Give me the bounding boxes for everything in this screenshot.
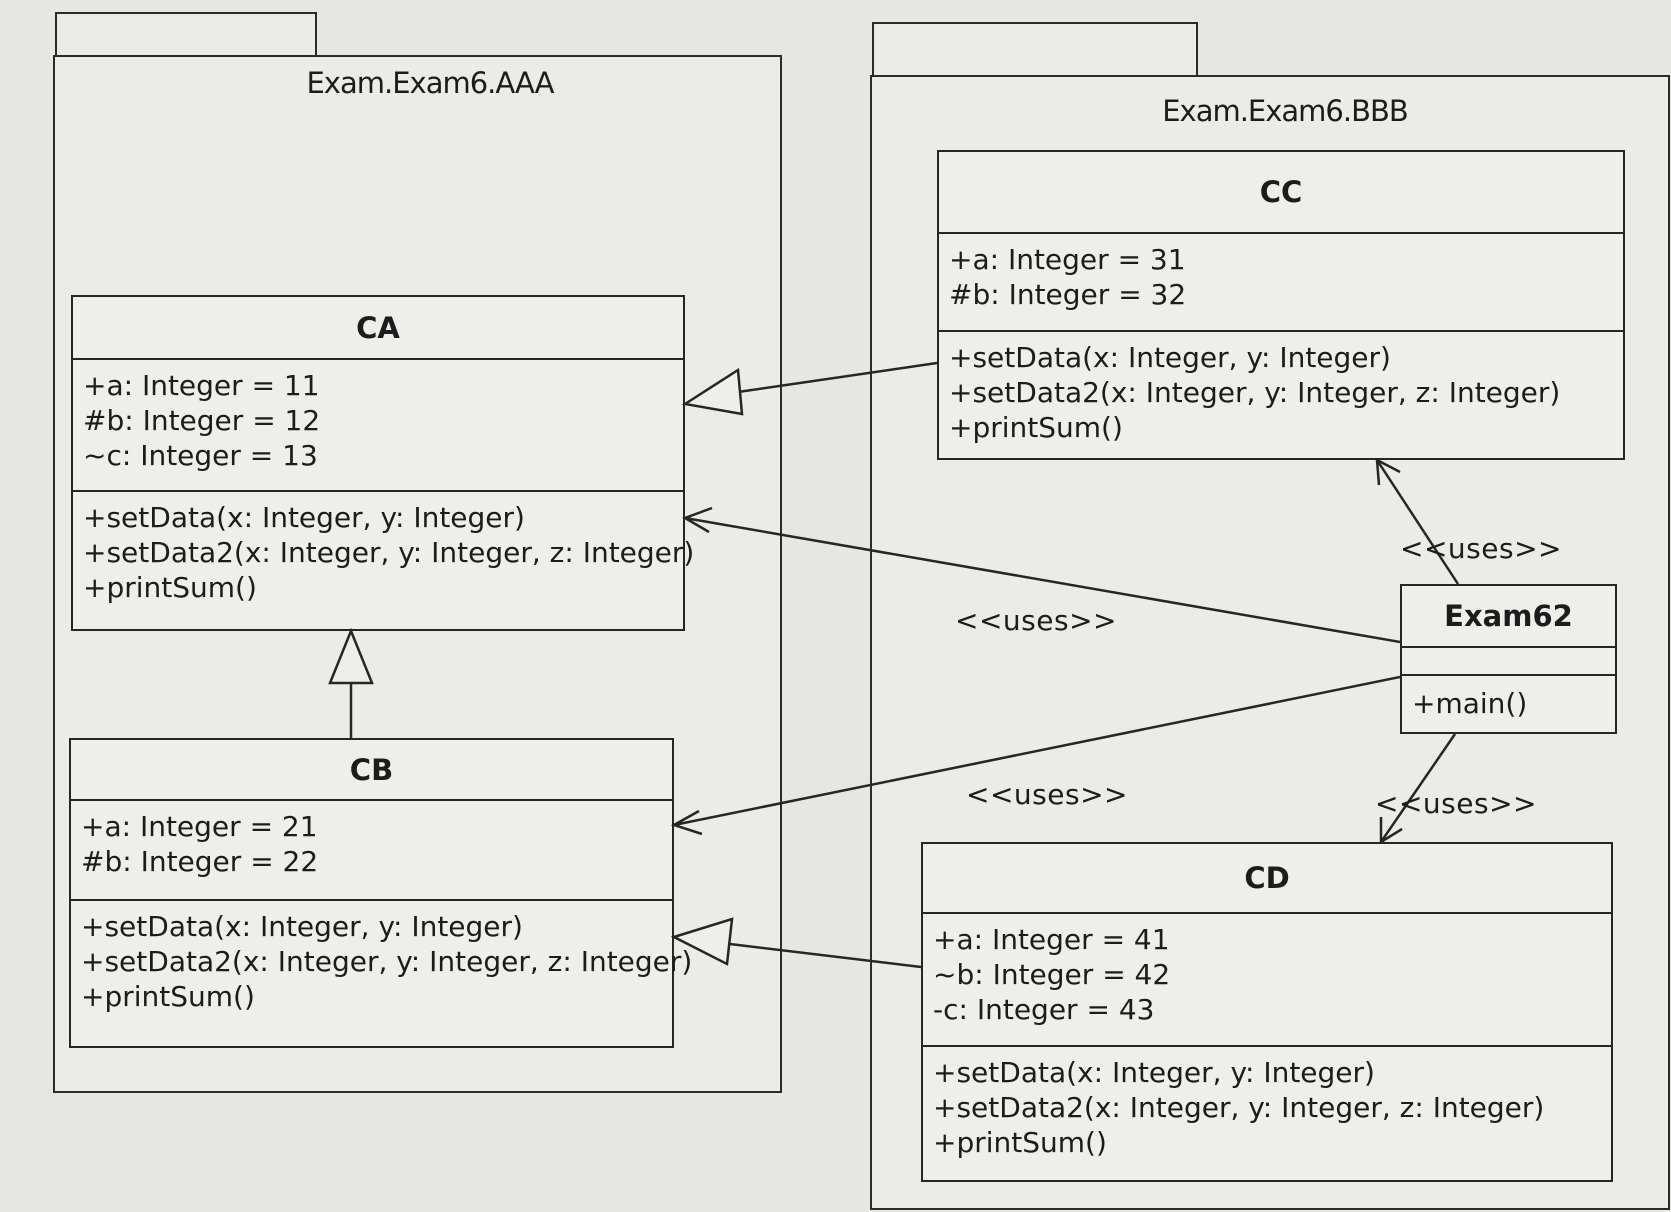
operation: +printSum() xyxy=(83,571,257,604)
attribute: #b: Integer = 12 xyxy=(83,404,321,437)
class-cd-operations: +setData(x: Integer, y: Integer) +setDat… xyxy=(923,1047,1611,1166)
class-exam62-attributes xyxy=(1402,648,1615,676)
package-aaa-title: Exam.Exam6.AAA xyxy=(306,66,554,100)
class-cc-operations: +setData(x: Integer, y: Integer) +setDat… xyxy=(939,332,1623,451)
operation: +printSum() xyxy=(933,1126,1107,1159)
class-cb[interactable]: CB +a: Integer = 21 #b: Integer = 22 +se… xyxy=(69,738,693,1048)
dependency-exam62-cc-arrowhead xyxy=(1375,457,1401,486)
class-cc[interactable]: CC +a: Integer = 31 #b: Integer = 32 +se… xyxy=(937,150,1625,460)
operation: +setData(x: Integer, y: Integer) xyxy=(81,910,523,943)
uses-label-cb: <<uses>> xyxy=(966,778,1128,811)
uses-label-ca: <<uses>> xyxy=(955,604,1117,637)
operation: +setData2(x: Integer, y: Integer, z: Int… xyxy=(83,536,695,569)
attribute: #b: Integer = 32 xyxy=(949,278,1187,311)
generalization-cd-cb-arrowhead xyxy=(670,917,734,966)
generalization-cb-ca-arrowhead xyxy=(328,627,374,685)
package-tab-bbb xyxy=(872,22,1198,77)
class-ca-name: CA xyxy=(73,297,683,360)
attribute: ~b: Integer = 42 xyxy=(933,958,1171,991)
operation: +setData2(x: Integer, y: Integer, z: Int… xyxy=(81,945,693,978)
class-cc-name: CC xyxy=(939,152,1623,234)
generalization-cc-ca-line xyxy=(737,361,938,394)
attribute: -c: Integer = 43 xyxy=(933,993,1155,1026)
dependency-exam62-cd-line xyxy=(1379,733,1457,843)
class-ca[interactable]: CA +a: Integer = 11 #b: Integer = 12 ~c:… xyxy=(71,295,695,631)
generalization-cd-cb-line xyxy=(729,942,922,969)
class-cb-name: CB xyxy=(71,740,672,801)
attribute: #b: Integer = 22 xyxy=(81,845,319,878)
operation: +printSum() xyxy=(81,980,255,1013)
dependency-exam62-ca-arrowhead xyxy=(682,506,713,534)
class-cd[interactable]: CD +a: Integer = 41 ~b: Integer = 42 -c:… xyxy=(921,842,1613,1182)
class-cb-attributes: +a: Integer = 21 #b: Integer = 22 xyxy=(71,801,672,901)
operation: +printSum() xyxy=(949,411,1123,444)
attribute: ~c: Integer = 13 xyxy=(83,439,318,472)
uses-label-cd: <<uses>> xyxy=(1375,787,1537,820)
operation: +setData2(x: Integer, y: Integer, z: Int… xyxy=(949,376,1561,409)
class-ca-operations: +setData(x: Integer, y: Integer) +setDat… xyxy=(73,492,695,611)
attribute: +a: Integer = 31 xyxy=(949,243,1186,276)
dependency-exam62-cb-line xyxy=(673,675,1401,827)
class-exam62-operations: +main() xyxy=(1402,676,1615,727)
operation: +setData(x: Integer, y: Integer) xyxy=(933,1056,1375,1089)
class-cc-attributes: +a: Integer = 31 #b: Integer = 32 xyxy=(939,234,1623,332)
operation: +main() xyxy=(1412,687,1528,720)
dependency-exam62-cb-arrowhead xyxy=(670,809,703,836)
class-exam62[interactable]: Exam62 +main() xyxy=(1400,584,1617,734)
attribute: +a: Integer = 41 xyxy=(933,923,1170,956)
dependency-exam62-cd-arrowhead xyxy=(1379,817,1403,845)
uses-label-cc: <<uses>> xyxy=(1400,532,1562,565)
dependency-exam62-ca-line xyxy=(684,516,1401,644)
attribute: +a: Integer = 21 xyxy=(81,810,318,843)
operation: +setData(x: Integer, y: Integer) xyxy=(83,501,525,534)
operation: +setData(x: Integer, y: Integer) xyxy=(949,341,1391,374)
dependency-exam62-cc-line xyxy=(1375,459,1460,585)
generalization-cc-ca-arrowhead xyxy=(681,367,744,416)
class-cd-attributes: +a: Integer = 41 ~b: Integer = 42 -c: In… xyxy=(923,914,1611,1047)
attribute: +a: Integer = 11 xyxy=(83,369,320,402)
class-exam62-name: Exam62 xyxy=(1402,586,1615,648)
class-cb-operations: +setData(x: Integer, y: Integer) +setDat… xyxy=(71,901,693,1020)
class-ca-attributes: +a: Integer = 11 #b: Integer = 12 ~c: In… xyxy=(73,360,683,492)
package-bbb-title: Exam.Exam6.BBB xyxy=(1162,94,1409,128)
class-cd-name: CD xyxy=(923,844,1611,914)
operation: +setData2(x: Integer, y: Integer, z: Int… xyxy=(933,1091,1545,1124)
